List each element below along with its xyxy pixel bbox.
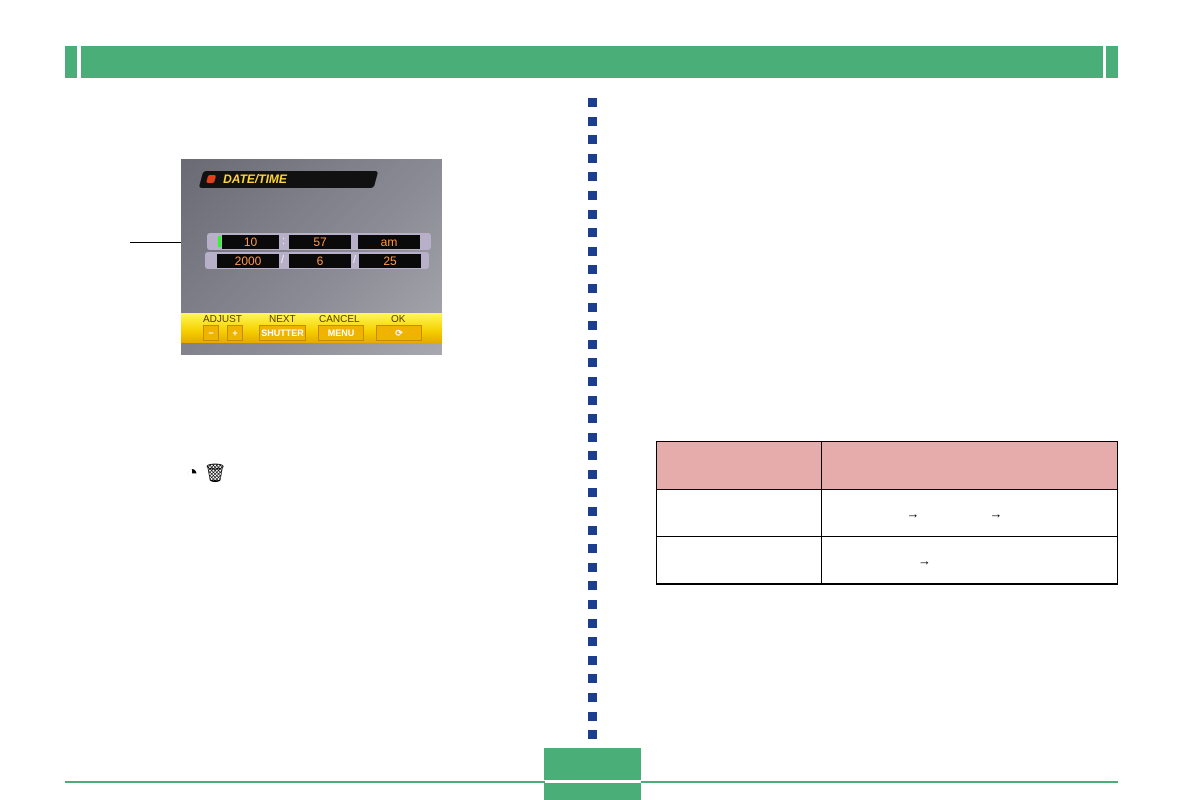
divider-dot bbox=[588, 618, 597, 628]
button-icons: ◔ 🗑 bbox=[186, 462, 227, 485]
column-divider bbox=[588, 98, 597, 749]
divider-dot bbox=[588, 693, 597, 702]
divider-dot bbox=[588, 655, 597, 665]
divider-dot bbox=[588, 711, 597, 721]
date-row: 2000 / 6 / 25 bbox=[205, 252, 429, 269]
divider-dot bbox=[588, 600, 597, 610]
header-bar-left-block bbox=[65, 46, 77, 78]
divider-dot bbox=[588, 265, 597, 275]
divider-dot bbox=[588, 544, 597, 554]
screen-title-bar: DATE/TIME bbox=[198, 171, 379, 188]
control-bar: ADJUST − + NEXT SHUTTER CANCEL MENU OK ⟳ bbox=[181, 313, 442, 343]
divider-dot bbox=[588, 135, 597, 145]
divider-dot bbox=[588, 172, 597, 182]
footer-line-left bbox=[65, 781, 545, 783]
divider-dot bbox=[588, 674, 597, 684]
table-row: →→ bbox=[656, 489, 1118, 537]
time-separator: : bbox=[282, 235, 286, 247]
divider-dot bbox=[588, 190, 597, 200]
hour-field[interactable]: 10 bbox=[222, 235, 279, 249]
divider-dot bbox=[588, 395, 597, 405]
divider-dot bbox=[588, 339, 597, 349]
divider-dot bbox=[588, 637, 597, 647]
delete-icon: 🗑 bbox=[203, 463, 227, 483]
divider-dot bbox=[588, 246, 597, 256]
divider-dot bbox=[588, 116, 597, 126]
date-separator: / bbox=[281, 254, 285, 266]
divider-dot bbox=[588, 209, 597, 219]
shutter-button[interactable]: SHUTTER bbox=[259, 325, 306, 341]
divider-dot bbox=[588, 469, 597, 479]
next-label: NEXT bbox=[269, 314, 296, 325]
page-number-box-top bbox=[544, 748, 641, 780]
screen-title: DATE/TIME bbox=[223, 172, 287, 186]
ok-button[interactable]: ⟳ bbox=[376, 325, 422, 341]
title-marker-icon bbox=[206, 175, 217, 183]
settings-table: →→ → bbox=[656, 441, 1118, 585]
cancel-label: CANCEL bbox=[319, 314, 360, 325]
page-number-box-bottom bbox=[544, 783, 641, 800]
month-field[interactable]: 6 bbox=[289, 254, 351, 268]
divider-dot bbox=[588, 302, 597, 312]
arrow-icon: → bbox=[989, 505, 1003, 521]
plus-button[interactable]: + bbox=[227, 325, 243, 341]
divider-dot bbox=[588, 507, 597, 517]
camera-lcd-screenshot: DATE/TIME 10 : 57 am 2000 / 6 / 25 ADJUS… bbox=[181, 159, 442, 355]
divider-dot bbox=[588, 451, 597, 461]
divider-dot bbox=[588, 153, 597, 163]
callout-line bbox=[130, 242, 220, 243]
menu-button[interactable]: MENU bbox=[318, 325, 364, 341]
divider-dot bbox=[588, 321, 597, 331]
date-separator: / bbox=[353, 254, 357, 266]
year-field[interactable]: 2000 bbox=[217, 254, 279, 268]
divider-dot bbox=[588, 730, 597, 740]
divider-dot bbox=[588, 228, 597, 238]
ampm-field[interactable]: am bbox=[358, 235, 420, 249]
footer-line-right bbox=[641, 781, 1118, 783]
table-header-row bbox=[656, 441, 1118, 490]
header-bar bbox=[81, 46, 1103, 78]
table-row: → bbox=[656, 536, 1118, 585]
day-field[interactable]: 25 bbox=[359, 254, 421, 268]
minus-button[interactable]: − bbox=[203, 325, 219, 341]
divider-dot bbox=[588, 581, 597, 591]
divider-dot bbox=[588, 98, 597, 107]
divider-dot bbox=[588, 376, 597, 386]
divider-dot bbox=[588, 283, 597, 293]
arrow-icon: → bbox=[918, 552, 931, 568]
self-timer-icon: ◔ bbox=[186, 462, 199, 484]
arrow-icon: → bbox=[906, 505, 920, 521]
divider-dot bbox=[588, 432, 597, 442]
ok-label: OK bbox=[391, 314, 406, 325]
divider-dot bbox=[588, 562, 597, 572]
divider-dot bbox=[588, 488, 597, 498]
divider-dot bbox=[588, 358, 597, 368]
time-row: 10 : 57 am bbox=[207, 233, 431, 250]
divider-dot bbox=[588, 414, 597, 424]
cursor bbox=[218, 236, 221, 247]
adjust-label: ADJUST bbox=[203, 314, 242, 325]
minute-field[interactable]: 57 bbox=[289, 235, 351, 249]
divider-dot bbox=[588, 525, 597, 535]
header-bar-right-block bbox=[1106, 46, 1118, 78]
